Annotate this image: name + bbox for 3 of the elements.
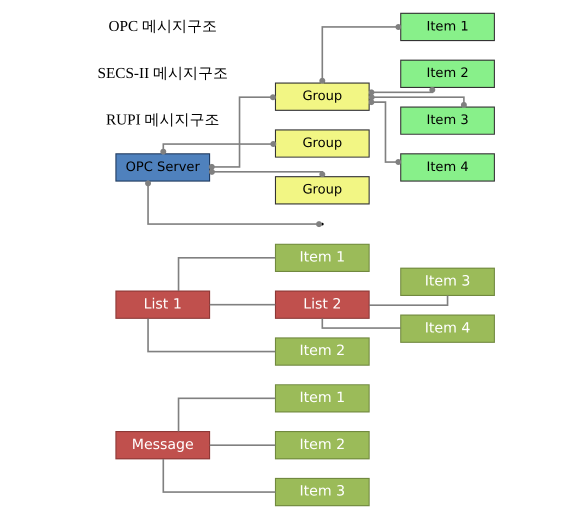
label: OPC 메시지구조 (108, 18, 216, 34)
label: RUPI 메시지구조 (105, 111, 220, 128)
label: SECS-II 메시지구조 (97, 64, 228, 82)
